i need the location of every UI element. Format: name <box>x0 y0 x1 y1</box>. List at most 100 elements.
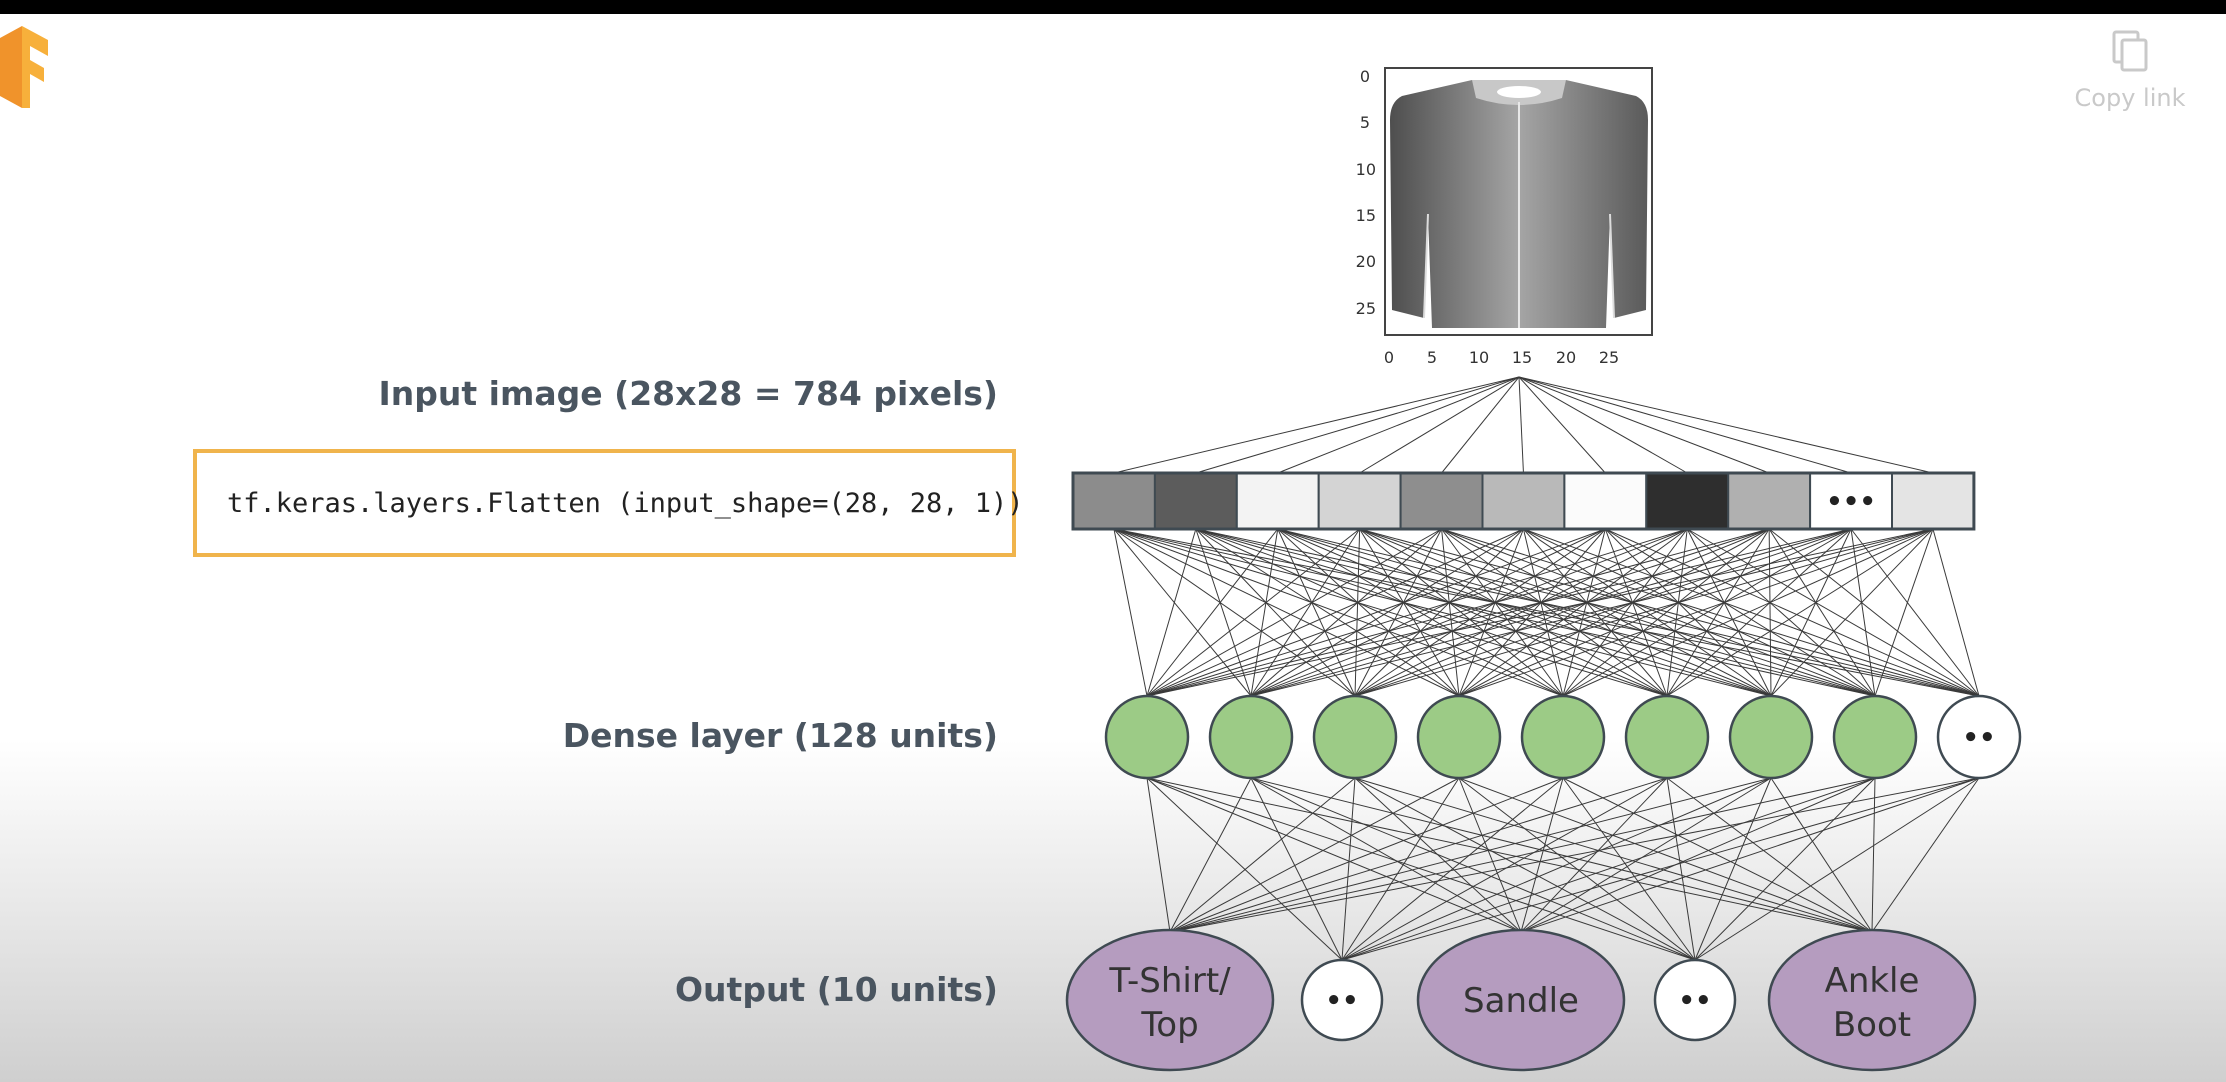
connection-line <box>1195 528 1772 697</box>
connection-line <box>1169 777 1876 933</box>
y-tick: 0 <box>1360 67 1370 86</box>
connection-line <box>1195 376 1520 474</box>
y-tick: 5 <box>1360 113 1370 132</box>
flatten-code-box: tf.keras.layers.Flatten (input_shape=(28… <box>193 449 1024 557</box>
connection-line <box>1441 376 1520 474</box>
connection-line <box>1250 528 1770 697</box>
connection-line <box>1770 528 1934 697</box>
connection-line <box>1113 528 1356 697</box>
connection-line <box>1605 528 1980 697</box>
connection-line <box>1341 777 1876 961</box>
connection-line <box>1687 528 1980 697</box>
output-node-label: Boot <box>1833 1005 1911 1045</box>
connection-line <box>1277 528 1564 697</box>
connection-line <box>1169 777 1668 933</box>
connection-line <box>1250 528 1852 697</box>
top-black-bar <box>0 0 2226 14</box>
connection-line <box>1458 528 1524 697</box>
dense-node <box>1312 694 1398 780</box>
connection-line <box>1169 777 1356 933</box>
connection-line <box>1458 777 1696 961</box>
connection-line <box>1518 376 1852 474</box>
connection-line <box>1441 528 1460 697</box>
connection-line <box>1359 528 1772 697</box>
output-node-label: T-Shirt/ <box>1108 961 1231 1001</box>
copy-link-button[interactable]: Copy link <box>2070 30 2190 112</box>
x-tick: 20 <box>1556 348 1576 367</box>
connection-line <box>1113 528 1668 697</box>
connection-line <box>1250 528 1606 697</box>
dense-node <box>1624 694 1710 780</box>
connection-line <box>1694 777 1772 961</box>
connection-line <box>1359 528 1876 697</box>
x-tick: 0 <box>1384 348 1394 367</box>
dense-node <box>1520 694 1606 780</box>
connection-line <box>1354 528 1606 697</box>
connection-line <box>1113 528 1564 697</box>
connection-line <box>1694 777 1876 961</box>
image-y-ticks: 0 5 10 15 20 25 <box>1356 67 1376 318</box>
connection-line <box>1146 528 1524 697</box>
connection-line <box>1523 528 1772 697</box>
connection-line <box>1850 528 1980 697</box>
connection-line <box>1277 528 1460 697</box>
input-pixel-cell <box>1481 472 1566 530</box>
connection-line <box>1250 528 1524 697</box>
output-ellipsis: •• <box>1325 986 1358 1016</box>
connection-line <box>1354 777 1873 933</box>
input-pixel-cell <box>1153 472 1238 530</box>
dense-node <box>1104 694 1190 780</box>
output-layer-label: Output (10 units) <box>675 970 998 1009</box>
connection-line <box>1113 528 1876 697</box>
x-tick: 5 <box>1427 348 1437 367</box>
input-layer-label: Input image (28x28 = 784 pixels) <box>378 374 998 413</box>
connection-line <box>1666 777 1873 933</box>
connection-line <box>1518 376 1688 474</box>
copy-icon <box>2112 30 2148 72</box>
connection-line <box>1874 528 1934 697</box>
connection-line <box>1146 777 1522 933</box>
flatten-strip: ••• <box>1071 471 1976 531</box>
connection-line <box>1146 777 1696 961</box>
connection-line <box>1277 528 1668 697</box>
tensorflow-logo-icon[interactable] <box>0 26 50 112</box>
dense-node-ellipsis <box>1936 694 2022 780</box>
connection-line <box>1250 528 1688 697</box>
input-pixel-cell <box>1563 472 1648 530</box>
y-tick: 15 <box>1356 206 1376 225</box>
connection-line <box>1341 777 1460 961</box>
connection-line <box>1359 528 1460 697</box>
connection-line <box>1605 528 1876 697</box>
connection-line <box>1277 528 1876 697</box>
dense-node <box>1728 694 1814 780</box>
connection-line <box>1666 528 1770 697</box>
connection-line <box>1195 528 1356 697</box>
connection-line <box>1354 528 1688 697</box>
connection-line <box>1518 376 1606 474</box>
connection-line <box>1520 777 1668 933</box>
dense-node <box>1832 694 1918 780</box>
connection-line <box>1113 528 1252 697</box>
image-x-ticks: 0 5 10 15 20 25 <box>1384 348 1619 367</box>
connection-line <box>1354 528 1934 697</box>
connection-line <box>1277 376 1520 474</box>
connection-line <box>1146 528 1197 697</box>
y-tick: 20 <box>1356 252 1376 271</box>
connection-line <box>1458 528 1770 697</box>
connection-line <box>1341 777 1980 961</box>
connection-line <box>1146 528 1770 697</box>
connection-line <box>1250 777 1343 961</box>
connection-line <box>1354 777 1522 933</box>
connection-line <box>1686 528 1876 697</box>
dense-ellipsis: •• <box>1962 723 1995 753</box>
connection-line <box>1277 528 1772 697</box>
input-pixel-cell <box>1645 472 1730 530</box>
connection-line <box>1250 528 1361 697</box>
connection-line <box>1146 528 1606 697</box>
connection-line <box>1250 777 1696 961</box>
dense-node <box>1208 694 1294 780</box>
connection-line <box>1458 777 1522 933</box>
connection-line <box>1277 528 1980 697</box>
